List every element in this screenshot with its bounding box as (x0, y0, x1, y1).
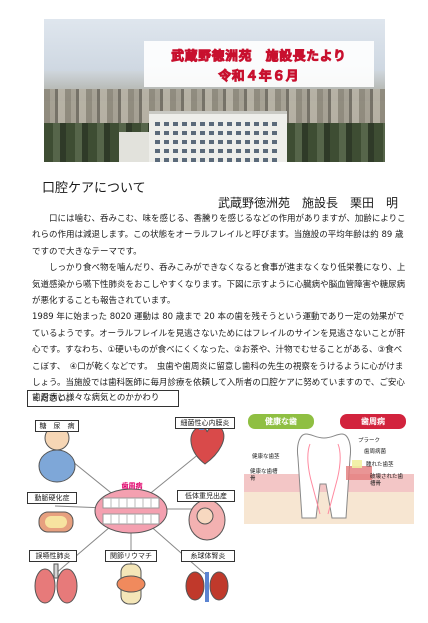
label-healthy-bone: 健康な歯槽骨 (250, 469, 278, 482)
fetus-icon (188, 499, 226, 541)
newsletter-date: 令和４年６月 (218, 68, 300, 84)
tooth-comparison-figure: 健康な歯 歯周病 健康な歯茎 健康な歯槽骨 プラーク 歯周病菌 腫れた歯茎 破壊… (244, 414, 414, 524)
label-periodontal-center: 歯周病 (121, 482, 143, 490)
label-plaque: プラーク (358, 438, 381, 444)
label-diabetes: 糖 尿 病 (35, 420, 79, 432)
lungs-icon (34, 563, 78, 604)
disease-relation-figure: 糖 尿 病 動脈硬化症 誤嚥性肺炎 関節リウマチ 細菌性心内膜炎 低体重児出産 … (27, 414, 236, 609)
photo-facility-building (119, 111, 287, 162)
label-rheumatoid-arthritis: 関節リウマチ (105, 550, 157, 562)
photo-window-row (155, 131, 281, 135)
paragraph-2: しっかり食べ物を噛んだり、呑みこみができなくなると食事が進まなくなり低栄養になり… (32, 263, 406, 307)
facility-photo: 武蔵野徳洲苑 施設長たより 令和４年６月 (44, 19, 385, 162)
label-swollen-gum: 腫れた歯茎 (366, 462, 394, 468)
tab-healthy-tooth: 健康な歯 (248, 414, 314, 429)
label-endocarditis: 細菌性心内膜炎 (175, 417, 235, 429)
newsletter-title: 武蔵野徳洲苑 施設長たより (171, 48, 347, 64)
article-heading: 口腔ケアについて (42, 181, 146, 196)
mouth-teeth-icon (94, 488, 168, 534)
article-author: 武蔵野徳洲苑 施設長 栗田 明 (217, 196, 398, 210)
label-healthy-gum: 健康な歯茎 (252, 454, 280, 460)
title-box: 武蔵野徳洲苑 施設長たより 令和４年６月 (144, 41, 374, 87)
disease-relation-illustration (34, 420, 229, 605)
label-low-birth-weight: 低体重児出産 (177, 490, 235, 502)
photo-window-row (155, 122, 281, 126)
knee-joint-icon (116, 563, 146, 605)
paragraph-3: 1989 年に始まった 8020 運動は 80 歳まで 20 本の歯を残そうとい… (32, 312, 406, 405)
kidneys-icon (185, 571, 229, 602)
photo-building-wing (119, 132, 149, 162)
photo-window-row (155, 158, 281, 162)
tooth-illustration (244, 433, 414, 524)
label-aspiration-pneumonia: 誤嚥性肺炎 (29, 550, 77, 562)
artery-icon (38, 511, 74, 533)
label-destroyed-bone: 破壊された歯槽骨 (370, 474, 404, 487)
label-glomerulonephritis: 糸球体腎炎 (181, 550, 235, 562)
photo-window-row (155, 140, 281, 144)
tab-periodontal: 歯周病 (340, 414, 406, 429)
label-arteriosclerosis: 動脈硬化症 (27, 492, 77, 504)
label-bacteria: 歯周病菌 (364, 449, 387, 455)
article-body: 口には噛む、呑みこむ、味を感じる、香騰りを感じるなどの作用がありますが、加齢によ… (32, 211, 406, 408)
photo-window-row (155, 149, 281, 153)
diabetes-figure-icon (38, 425, 76, 483)
paragraph-1: 口には噛む、呑みこむ、味を感じる、香騰りを感じるなどの作用がありますが、加齢によ… (32, 214, 406, 257)
figure-section-label: 歯周病と様々な病気とのかかわり (27, 390, 179, 407)
